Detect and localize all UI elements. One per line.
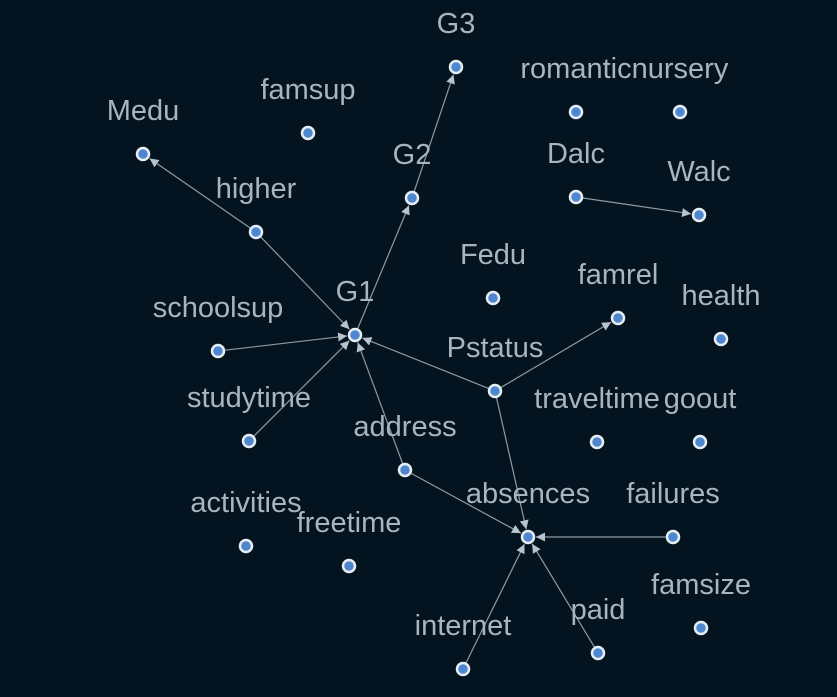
node-Dalc[interactable] <box>568 189 584 205</box>
edge-internet-to-absences <box>465 543 526 664</box>
node-nursery[interactable] <box>672 104 688 120</box>
edges-layer <box>149 74 692 664</box>
edge-higher-to-Medu <box>149 158 252 230</box>
node-label-nursery: nursery <box>632 53 729 85</box>
edge-paid-to-absences <box>531 543 596 649</box>
edge-address-to-G1 <box>356 342 404 465</box>
node-famsup[interactable] <box>300 125 316 141</box>
node-failures[interactable] <box>665 529 681 545</box>
node-famsize[interactable] <box>693 620 709 636</box>
node-paid[interactable] <box>590 645 606 661</box>
node-romantic[interactable] <box>568 104 584 120</box>
node-label-health: health <box>681 280 760 312</box>
node-label-traveltime: traveltime <box>534 383 660 415</box>
edge-address-to-absences <box>409 472 522 534</box>
node-label-G1: G1 <box>336 276 375 308</box>
edge-studytime-to-G1 <box>252 340 350 438</box>
node-studytime[interactable] <box>241 433 257 449</box>
node-label-paid: paid <box>571 594 626 626</box>
node-absences[interactable] <box>520 529 536 545</box>
node-freetime[interactable] <box>341 558 357 574</box>
node-label-Walc: Walc <box>667 156 730 188</box>
node-label-Dalc: Dalc <box>547 138 605 170</box>
node-health[interactable] <box>713 331 729 347</box>
node-traveltime[interactable] <box>589 434 605 450</box>
edge-Pstatus-to-G1 <box>362 337 490 390</box>
node-schoolsup[interactable] <box>210 343 226 359</box>
edge-schoolsup-to-G1 <box>223 332 348 351</box>
node-label-famsize: famsize <box>651 569 751 601</box>
node-label-internet: internet <box>415 610 512 642</box>
edge-Pstatus-to-famrel <box>499 321 612 389</box>
node-label-Fedu: Fedu <box>460 239 526 271</box>
node-label-G3: G3 <box>437 8 476 40</box>
node-Pstatus[interactable] <box>487 383 503 399</box>
node-label-romantic: romantic <box>520 53 631 85</box>
node-label-activities: activities <box>190 487 301 519</box>
edge-higher-to-G1 <box>259 235 350 330</box>
node-label-freetime: freetime <box>297 507 402 539</box>
node-G2[interactable] <box>404 190 420 206</box>
node-label-absences: absences <box>466 478 590 510</box>
node-higher[interactable] <box>248 224 264 240</box>
node-address[interactable] <box>397 462 413 478</box>
node-label-schoolsup: schoolsup <box>153 292 284 324</box>
edge-G1-to-G2 <box>356 205 410 330</box>
node-label-goout: goout <box>664 383 737 415</box>
node-activities[interactable] <box>238 538 254 554</box>
node-label-famrel: famrel <box>578 259 659 291</box>
node-internet[interactable] <box>455 661 471 677</box>
node-label-Medu: Medu <box>107 95 180 127</box>
node-label-Pstatus: Pstatus <box>447 332 544 364</box>
node-G3[interactable] <box>448 59 464 75</box>
edge-Dalc-to-Walc <box>581 197 692 217</box>
node-G1[interactable] <box>347 327 363 343</box>
node-label-address: address <box>353 411 456 443</box>
node-label-famsup: famsup <box>260 74 355 106</box>
node-goout[interactable] <box>692 434 708 450</box>
node-label-studytime: studytime <box>187 382 311 414</box>
edge-G2-to-G3 <box>413 74 455 193</box>
nodes-layer <box>135 59 729 677</box>
edge-Pstatus-to-absences <box>495 396 529 530</box>
node-famrel[interactable] <box>610 310 626 326</box>
node-Walc[interactable] <box>691 207 707 223</box>
node-Fedu[interactable] <box>485 290 501 306</box>
node-label-G2: G2 <box>393 139 432 171</box>
node-label-failures: failures <box>626 478 720 510</box>
node-Medu[interactable] <box>135 146 151 162</box>
node-label-higher: higher <box>216 173 297 205</box>
